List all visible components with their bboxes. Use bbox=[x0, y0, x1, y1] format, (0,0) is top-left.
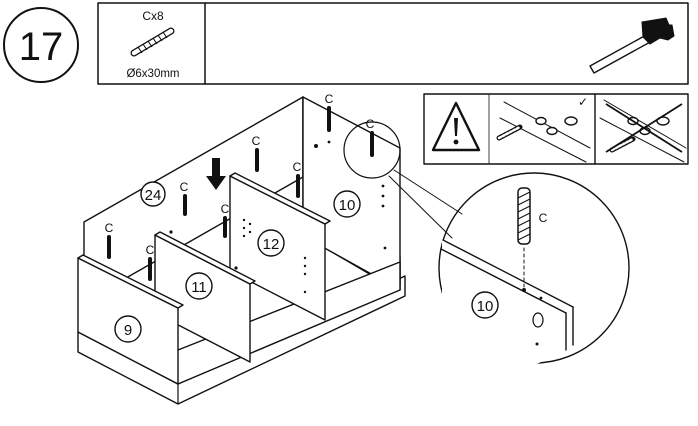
dowel-label: C bbox=[252, 134, 261, 148]
svg-text:11: 11 bbox=[191, 279, 207, 296]
zoom-dowel-label: C bbox=[539, 211, 548, 225]
dowel-label: C bbox=[293, 160, 302, 174]
dowel-label: C bbox=[325, 92, 334, 106]
warning-triangle-icon bbox=[431, 101, 481, 152]
parts-dimension: Ø6x30mm bbox=[126, 68, 179, 80]
dowel-label: C bbox=[221, 202, 230, 216]
zoom-detail: C 10 bbox=[438, 172, 630, 370]
hammer-icon bbox=[589, 17, 675, 74]
down-arrow-icon bbox=[206, 158, 226, 190]
svg-text:10: 10 bbox=[477, 298, 494, 315]
svg-text:9: 9 bbox=[124, 322, 132, 339]
dowel-marks bbox=[107, 106, 374, 281]
callout-circle bbox=[343, 121, 401, 179]
zoom-panel-label: 10 bbox=[471, 291, 499, 319]
parts-box: Cx8 Ø6x30mm bbox=[97, 2, 689, 85]
warning-box: ✓ bbox=[423, 93, 689, 165]
dowel-label: C bbox=[180, 180, 189, 194]
svg-text:10: 10 bbox=[339, 197, 356, 214]
dowel-icon bbox=[130, 27, 175, 57]
furniture-assembly: C C C C C C C C 24 10 12 11 9 bbox=[77, 92, 463, 405]
dowel-label: C bbox=[105, 221, 114, 235]
step-indicator: 17 bbox=[3, 7, 79, 83]
panel-label-12: 12 bbox=[257, 229, 285, 257]
svg-text:12: 12 bbox=[263, 236, 280, 253]
panel-label-11: 11 bbox=[185, 272, 213, 300]
step-number: 17 bbox=[19, 25, 64, 69]
dowel-label: C bbox=[146, 243, 155, 257]
panel-label-10: 10 bbox=[333, 190, 361, 218]
dowel-icon bbox=[517, 187, 531, 245]
correct-detail: ✓ bbox=[496, 95, 591, 163]
panel-label-24: 24 bbox=[140, 181, 166, 207]
svg-text:24: 24 bbox=[145, 187, 162, 204]
panel-label-9: 9 bbox=[114, 315, 142, 343]
parts-quantity: Cx8 bbox=[142, 9, 164, 23]
incorrect-detail bbox=[599, 99, 687, 163]
dowel-label: C bbox=[366, 117, 375, 131]
correct-mark: ✓ bbox=[578, 95, 588, 109]
